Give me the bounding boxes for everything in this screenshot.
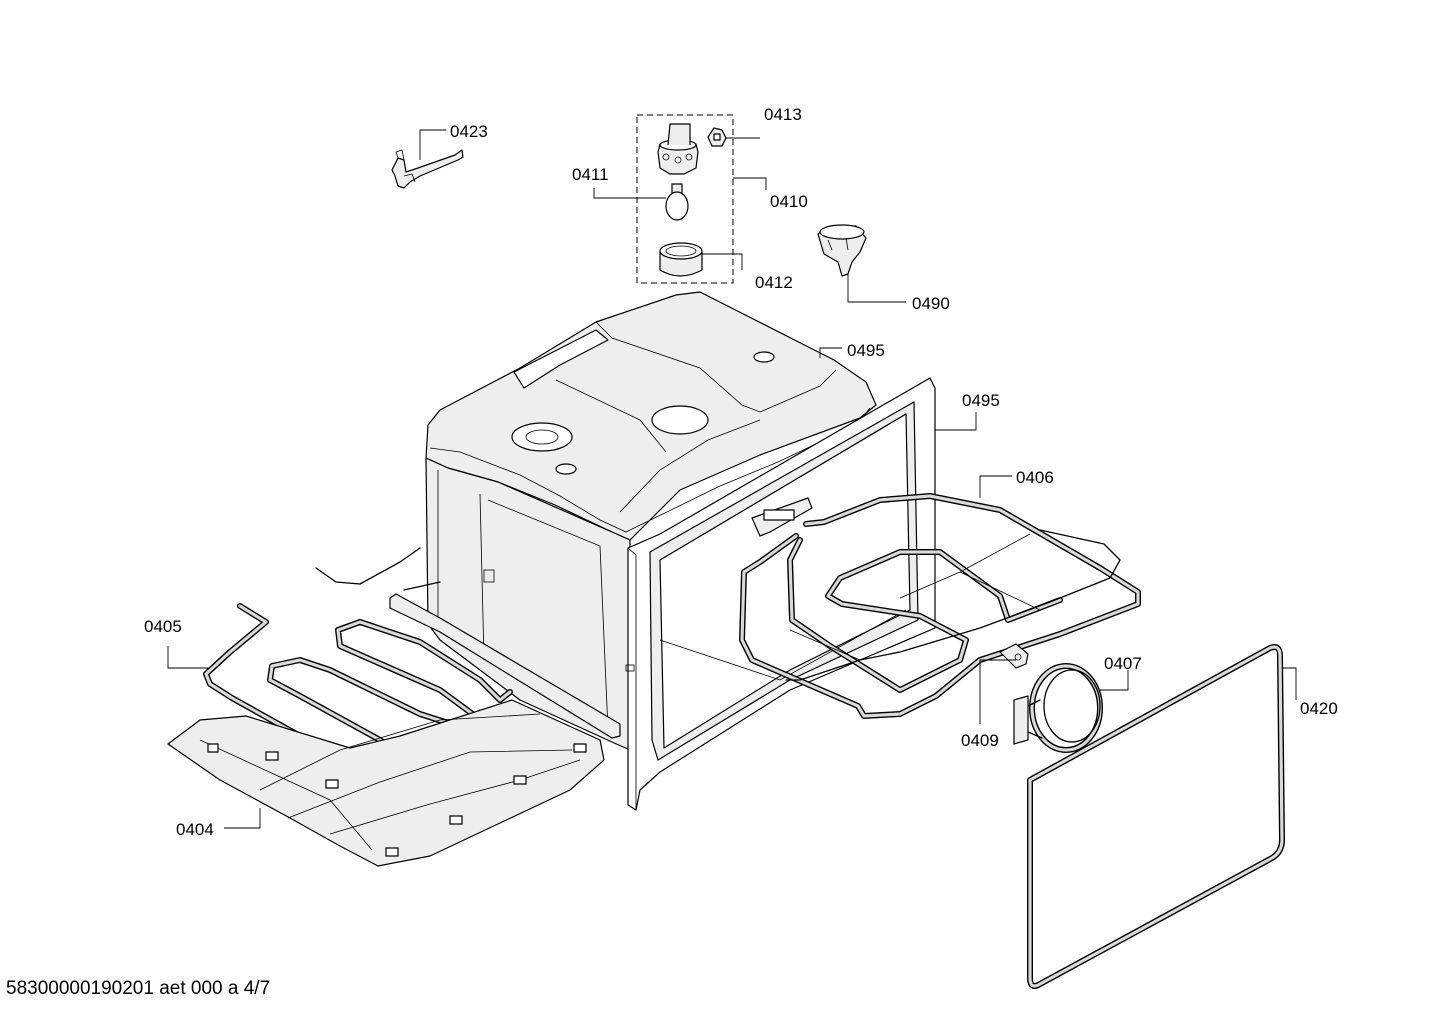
part-0407-ring-heater: [1013, 663, 1103, 753]
label-0413: 0413: [764, 105, 802, 124]
label-0420: 0420: [1300, 699, 1338, 718]
label-0406: 0406: [1016, 468, 1054, 487]
lamp-socket: [657, 123, 699, 175]
lamp-bulb: [665, 183, 689, 221]
part-0410-lamp-assembly: [636, 114, 734, 284]
lamp-cover: [659, 242, 703, 277]
label-0423: 0423: [450, 122, 488, 141]
part-0495-oven-cavity: [425, 291, 936, 811]
part-0423-bracket: [391, 149, 464, 189]
label-0490: 0490: [912, 294, 950, 313]
label-0495-frame: 0495: [962, 391, 1000, 410]
part-0404-bottom-plate: [167, 699, 605, 867]
label-0412: 0412: [755, 273, 793, 292]
document-id: 58300000190201 aet 000 a 4/7: [6, 978, 271, 999]
part-labels: 0423 0413 0411 0410 0412 0490 0495 0495 …: [144, 105, 1338, 839]
part-0490-lamp-housing: [817, 224, 867, 277]
part-0405-lower-heater: [203, 547, 621, 777]
label-0405: 0405: [144, 617, 182, 636]
label-0409: 0409: [961, 731, 999, 750]
label-0407: 0407: [1104, 654, 1142, 673]
label-0410: 0410: [770, 192, 808, 211]
part-0409-clip: [999, 643, 1029, 669]
leader-lines: [167, 129, 1297, 829]
label-0404: 0404: [176, 820, 214, 839]
part-0420-door-seal: [1027, 644, 1285, 989]
label-0411: 0411: [572, 165, 609, 184]
lamp-clip: [707, 127, 727, 147]
label-0495-top: 0495: [847, 341, 885, 360]
